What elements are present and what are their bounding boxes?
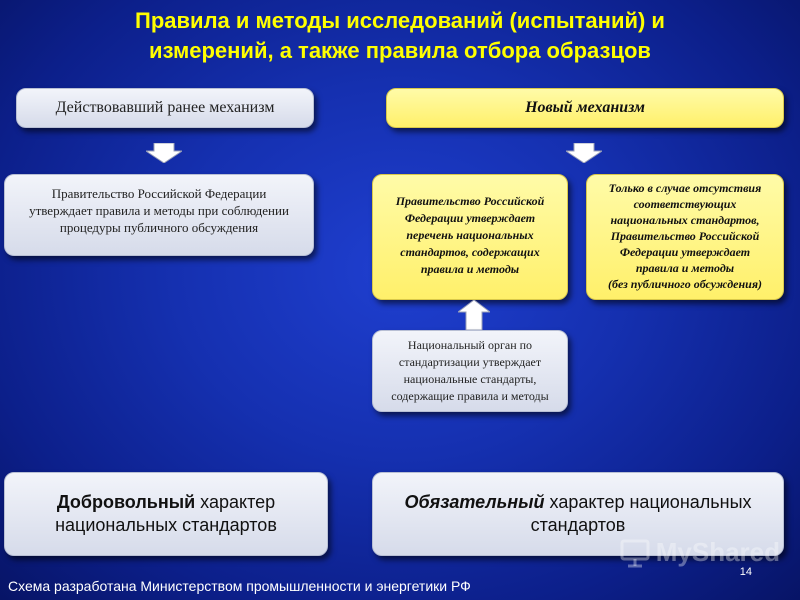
old-desc-line-2: утверждает правила и методы при соблюден… — [29, 203, 289, 218]
voluntary-nature-box: Добровольный характер национальных станд… — [4, 472, 328, 556]
voluntary-line-2: национальных стандартов — [55, 515, 277, 535]
box-b-line-1: Только в случае отсутствия — [608, 181, 762, 195]
old-mechanism-description: Правительство Российской Федерации утвер… — [4, 174, 314, 256]
new-mechanism-exception-box: Только в случае отсутствия соответствующ… — [586, 174, 784, 300]
box-b-line-7: (без публичного обсуждения) — [607, 277, 763, 291]
box-c-line-3: национальные стандарты, — [403, 372, 537, 386]
mandatory-line-2: стандартов — [530, 515, 626, 535]
footer-credit: Схема разработана Министерством промышле… — [8, 578, 471, 594]
down-arrow-icon — [146, 143, 182, 163]
box-a-line-3: перечень национальных — [406, 228, 534, 242]
national-body-box: Национальный орган по стандартизации утв… — [372, 330, 568, 412]
watermark: MyShared — [620, 537, 780, 568]
new-mechanism-header-label: Новый механизм — [525, 99, 645, 116]
box-b-line-6: правила и методы — [635, 261, 735, 275]
voluntary-bold: Добровольный — [56, 492, 196, 512]
box-b-line-4: Правительство Российской — [610, 229, 760, 243]
up-arrow-icon — [458, 300, 490, 330]
new-mechanism-header: Новый механизм — [386, 88, 784, 128]
box-a-line-5: правила и методы — [420, 262, 520, 276]
mandatory-nature-box: Обязательный характер национальных станд… — [372, 472, 784, 556]
old-desc-line-3: процедуры публичного обсуждения — [59, 220, 259, 235]
box-b-line-3: национальных стандартов, — [610, 213, 760, 227]
voluntary-rest: характер — [195, 492, 276, 512]
old-desc-line-1: Правительство Российской Федерации — [51, 186, 267, 201]
old-mechanism-header-label: Действовавший ранее механизм — [55, 99, 275, 116]
title-line-1: Правила и методы исследований (испытаний… — [135, 8, 665, 33]
presentation-icon — [620, 539, 650, 567]
watermark-text: MyShared — [655, 537, 780, 567]
mandatory-rest: характер национальных — [544, 492, 752, 512]
box-b-line-5: Федерации утверждает — [619, 245, 751, 259]
new-mechanism-list-box: Правительство Российской Федерации утвер… — [372, 174, 568, 300]
old-mechanism-header: Действовавший ранее механизм — [16, 88, 314, 128]
box-a-line-2: Федерации утверждает — [404, 211, 536, 225]
slide-title: Правила и методы исследований (испытаний… — [20, 6, 780, 66]
box-b-line-2: соответствующих — [633, 197, 737, 211]
box-c-line-1: Национальный орган по — [407, 338, 533, 352]
mandatory-bold: Обязательный — [404, 492, 545, 512]
box-a-line-1: Правительство Российской — [395, 194, 545, 208]
down-arrow-icon — [566, 143, 602, 163]
box-c-line-4: содержащие правила и методы — [391, 389, 549, 403]
box-a-line-4: стандартов, содержащих — [400, 245, 540, 259]
title-line-2: измерений, а также правила отбора образц… — [149, 38, 651, 63]
box-c-line-2: стандартизации утверждает — [398, 355, 542, 369]
page-number: 14 — [739, 566, 752, 578]
